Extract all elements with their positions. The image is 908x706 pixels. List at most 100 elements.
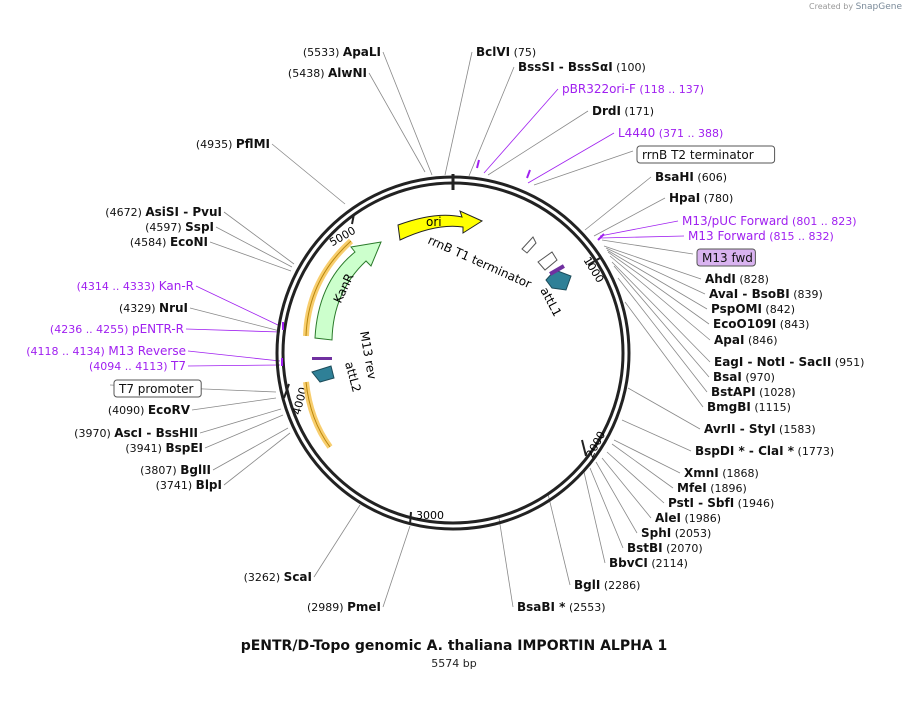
site-label[interactable]: AleI (1986) — [655, 511, 721, 525]
site-labels: (5533) ApaLI BclVI (75)BssSI - BssSαI (10… — [26, 45, 864, 614]
site-label[interactable]: L4440 (371 .. 388) — [618, 126, 723, 140]
ori-feature-arrow[interactable] — [397, 210, 484, 241]
site-label[interactable]: (4584) EcoNI — [130, 235, 208, 249]
site-label-text: DrdI (171) — [592, 104, 654, 118]
site-label-text: (4236 .. 4255) pENTR-R — [50, 322, 184, 336]
site-label[interactable]: BmgBI (1115) — [707, 400, 791, 414]
site-label[interactable]: BsaHI (606) — [655, 170, 727, 184]
site-label[interactable]: (4672) AsiSI - PvuI — [105, 205, 222, 219]
site-label-text: M13 Forward (815 .. 832) — [688, 229, 834, 243]
site-label[interactable]: pBR322ori-F (118 .. 137) — [562, 82, 704, 96]
site-label[interactable]: (5438) AlwNI — [288, 66, 367, 80]
site-label[interactable]: BclVI (75) — [476, 45, 536, 59]
site-label-text: BsaBI * (2553) — [517, 600, 606, 614]
site-label[interactable]: EagI - NotI - SacII (951) — [714, 355, 864, 369]
site-name: XmnI — [684, 466, 719, 480]
site-label[interactable]: rrnB T2 terminator — [636, 145, 776, 164]
site-label[interactable]: BsaI (970) — [713, 370, 775, 384]
site-position: (4329) — [119, 302, 159, 315]
leader-line — [601, 239, 694, 255]
site-name: BsaBI * — [517, 600, 566, 614]
site-label[interactable]: M13 Forward (815 .. 832) — [688, 229, 834, 243]
site-label[interactable]: (4597) SspI — [145, 220, 214, 234]
site-label-text: (4672) AsiSI - PvuI — [105, 205, 222, 219]
site-label[interactable]: (4118 .. 4134) M13 Reverse — [26, 344, 186, 358]
site-label[interactable]: BspDI * - ClaI * (1773) — [695, 444, 834, 458]
site-label-text: BsaHI (606) — [655, 170, 727, 184]
site-name: BspEI — [165, 441, 203, 455]
site-label[interactable]: (4090) EcoRV — [108, 403, 191, 417]
site-label[interactable]: DrdI (171) — [592, 104, 654, 118]
site-name: BsaHI — [655, 170, 694, 184]
site-label[interactable]: PspOMI (842) — [711, 302, 795, 316]
site-label[interactable]: EcoO109I (843) — [713, 317, 809, 331]
site-position: (4236 .. 4255) — [50, 323, 132, 336]
site-label[interactable]: M13 fwd — [696, 248, 756, 267]
site-label[interactable]: BssSI - BssSαI (100) — [518, 60, 646, 74]
site-label[interactable]: (3941) BspEI — [125, 441, 203, 455]
site-label[interactable]: PstI - SbfI (1946) — [668, 496, 774, 510]
boxed-feature-label: M13 fwd — [702, 251, 753, 265]
credit-prefix: Created by — [809, 2, 854, 11]
site-label[interactable]: HpaI (780) — [669, 191, 733, 205]
leader-line — [613, 439, 681, 474]
site-label[interactable]: (3807) BglII — [140, 463, 211, 477]
leader-line — [368, 72, 426, 173]
rrnb-t1-arrow-2[interactable] — [537, 251, 558, 271]
site-label[interactable]: AvaI - BsoBI (839) — [709, 287, 823, 301]
site-label[interactable]: MfeI (1896) — [677, 481, 747, 495]
site-name: BstAPI — [711, 385, 756, 399]
site-label-text: (3807) BglII — [140, 463, 211, 477]
leader-line — [605, 247, 706, 295]
site-position: (1028) — [756, 386, 796, 399]
site-label[interactable]: (4935) PflMI — [196, 137, 270, 151]
site-position: (4314 .. 4333) — [77, 280, 159, 293]
site-position: (3941) — [125, 442, 165, 455]
site-label[interactable]: (4094 .. 4113) T7 — [89, 359, 186, 373]
site-label[interactable]: XmnI (1868) — [684, 466, 759, 480]
site-position: (2286) — [600, 579, 640, 592]
site-label[interactable]: (4236 .. 4255) pENTR-R — [50, 322, 184, 336]
site-name: SphI — [641, 526, 671, 540]
leader-line — [533, 150, 634, 186]
site-position: (1946) — [734, 497, 774, 510]
site-label[interactable]: (3741) BlpI — [156, 478, 222, 492]
site-label[interactable]: (4314 .. 4333) Kan-R — [77, 279, 194, 293]
site-label[interactable]: BstBI (2070) — [627, 541, 703, 555]
site-name: EcoNI — [170, 235, 208, 249]
site-label-text: (3262) ScaI — [244, 570, 312, 584]
site-name: M13/pUC Forward — [682, 214, 789, 228]
site-label[interactable]: SphI (2053) — [641, 526, 711, 540]
site-name: AscI - BssHII — [114, 426, 198, 440]
rrnb-t1-arrow-1[interactable] — [521, 236, 537, 254]
site-label[interactable]: ApaI (846) — [714, 333, 778, 347]
site-label[interactable]: BsaBI * (2553) — [517, 600, 606, 614]
site-label[interactable]: T7 promoter — [113, 379, 202, 398]
site-name: BspDI * - ClaI * — [695, 444, 795, 458]
site-label[interactable]: AvrII - StyI (1583) — [704, 422, 816, 436]
site-name: EagI - NotI - SacII — [714, 355, 831, 369]
site-label[interactable]: (3970) AscI - BssHII — [74, 426, 198, 440]
site-label[interactable]: (5533) ApaLI — [303, 45, 381, 59]
site-label[interactable]: (2989) PmeI — [307, 600, 381, 614]
site-label[interactable]: M13/pUC Forward (801 .. 823) — [682, 214, 857, 228]
site-name: BsaI — [713, 370, 742, 384]
primer-mark-l4440 — [526, 169, 531, 179]
site-label-text: (4597) SspI — [145, 220, 214, 234]
leader-line — [606, 249, 708, 310]
site-label[interactable]: AhdI (828) — [705, 272, 769, 286]
site-label[interactable]: BbvCI (2114) — [609, 556, 688, 570]
site-name: ApaI — [714, 333, 744, 347]
kanr-feature-arrow[interactable] — [314, 241, 382, 341]
site-label-text: AleI (1986) — [655, 511, 721, 525]
site-label[interactable]: (4329) NruI — [119, 301, 188, 315]
site-label[interactable]: BstAPI (1028) — [711, 385, 796, 399]
attl2-feature-arrow[interactable] — [311, 365, 335, 383]
site-label[interactable]: BglI (2286) — [574, 578, 640, 592]
site-position: (1583) — [776, 423, 816, 436]
site-label[interactable]: (3262) ScaI — [244, 570, 312, 584]
snapgene-credit: Created by SnapGene — [809, 2, 902, 12]
site-position: (5533) — [303, 46, 343, 59]
leader-line — [593, 197, 666, 237]
